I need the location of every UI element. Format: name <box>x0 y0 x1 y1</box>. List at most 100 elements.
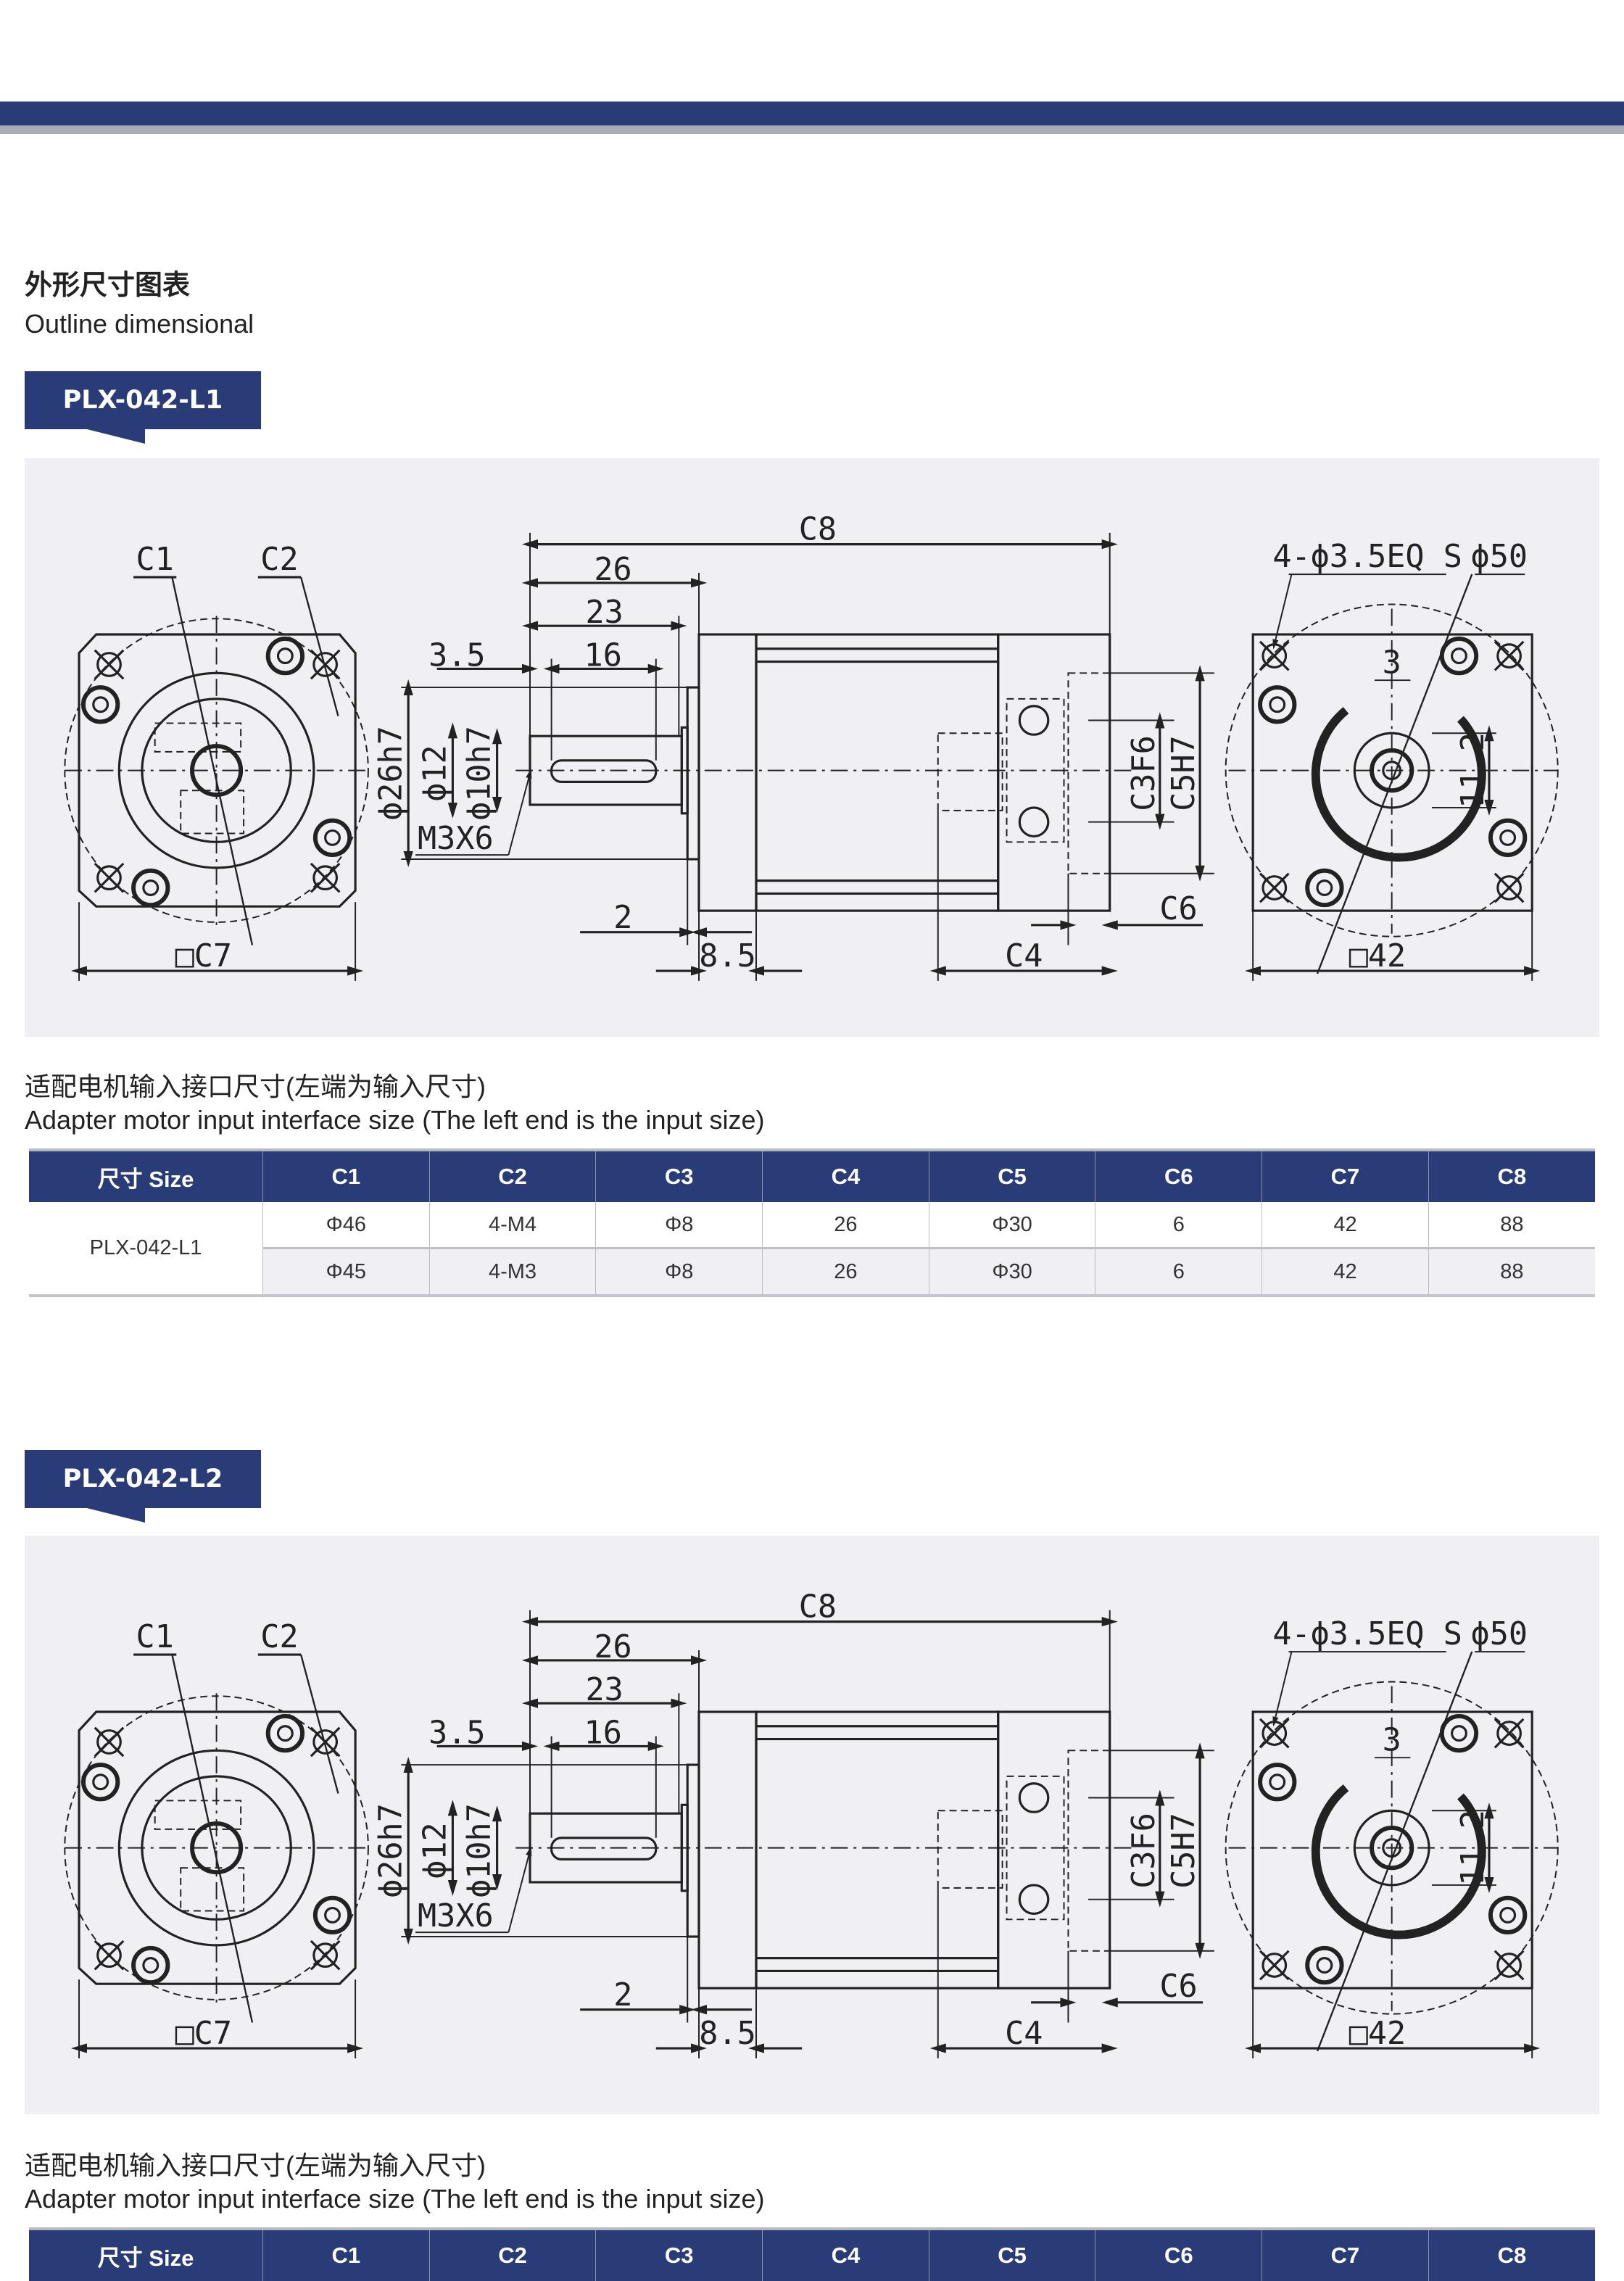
cell-c4: 26 <box>762 1202 929 1249</box>
col-header-c7: C7 <box>1262 2227 1429 2281</box>
label-phi50: ϕ50 <box>1471 539 1528 575</box>
caption-cn-l2: 适配电机输入接口尺寸(左端为输入尺寸) <box>25 2150 486 2180</box>
cell-c1: Φ46 <box>262 1202 430 1249</box>
mounting-hole-icon <box>312 1895 352 1935</box>
cell-c7: 42 <box>1262 1202 1429 1249</box>
table-header-row: 尺寸 Size C1 C2 C3 C4 C5 C6 C7 C8 <box>29 2227 1595 2281</box>
model-cell: PLX-042-L1 <box>29 1202 263 1297</box>
cell-c8: 88 <box>1428 1248 1595 1297</box>
label-c2: C2 <box>260 1619 298 1655</box>
bolt-hole-icon <box>310 1940 341 1971</box>
col-header-size: 尺寸 Size <box>29 1148 263 1202</box>
label-phi26: ϕ26h7 <box>373 726 409 821</box>
model-tag-l2: PLX-042-L2 <box>25 1450 261 1523</box>
bolt-hole-icon <box>310 862 341 893</box>
mounting-hole-icon <box>80 1763 120 1802</box>
label-phi50: ϕ50 <box>1471 1616 1528 1652</box>
label-holes: 4-ϕ3.5EQ S <box>1272 539 1462 575</box>
cell-c6: 6 <box>1095 1248 1262 1297</box>
side-view: C8 26 23 16 3.5 ϕ26h7 ϕ12 ϕ10h7 M3X6 2 8… <box>373 512 1214 981</box>
col-header-c1: C1 <box>262 1148 430 1202</box>
label-c7: □C7 <box>175 938 232 974</box>
col-header-c5: C5 <box>928 1148 1095 1202</box>
label-c1: C1 <box>136 542 174 578</box>
bolt-hole-icon <box>94 1726 125 1758</box>
cell-c2: 4-M4 <box>428 1202 596 1249</box>
col-header-size: 尺寸 Size <box>29 2227 263 2281</box>
bolt-hole-icon <box>94 1940 125 1971</box>
mounting-hole-icon <box>1439 636 1479 676</box>
label-26: 26 <box>594 552 631 588</box>
cell-c8: 88 <box>1428 1202 1595 1249</box>
mounting-hole-icon <box>1488 818 1528 858</box>
label-2: 2 <box>613 1977 632 2013</box>
label-42: □42 <box>1349 938 1406 974</box>
label-3: 3 <box>1383 645 1401 681</box>
label-phi26: ϕ26h7 <box>373 1803 409 1898</box>
caption-cn-l1: 适配电机输入接口尺寸(左端为输入尺寸) <box>25 1072 486 1101</box>
mounting-hole-icon <box>1439 1713 1479 1753</box>
label-c3: C3F6 <box>1126 1813 1162 1889</box>
caption-en-l1: Adapter motor input interface size (The … <box>25 1105 765 1135</box>
label-16: 16 <box>584 1715 622 1751</box>
label-26: 26 <box>594 1629 631 1665</box>
label-c4: C4 <box>1005 938 1043 974</box>
label-phi10: ϕ10h7 <box>462 726 498 821</box>
mounting-hole-icon <box>1488 1895 1528 1935</box>
label-8-5: 8.5 <box>699 938 755 974</box>
front-view-output: 4-ϕ3.5EQ S ϕ50 3 11.2 □42 <box>1225 1616 1559 2058</box>
cell-c1: Φ45 <box>262 1248 430 1297</box>
bolt-hole-icon <box>1259 872 1290 903</box>
mounting-hole-icon <box>312 818 352 858</box>
section-title-cn: 外形尺寸图表 <box>25 269 191 301</box>
model-tag-l1: PLX-042-L1 <box>25 371 261 444</box>
label-c3: C3F6 <box>1126 735 1162 811</box>
dimension-table-l1: 尺寸 Size C1 C2 C3 C4 C5 C6 C7 C8 PLX-042-… <box>29 1148 1595 1297</box>
col-header-c2: C2 <box>428 2227 596 2281</box>
label-m3x6: M3X6 <box>418 1898 494 1934</box>
label-c6: C6 <box>1159 1969 1197 2005</box>
col-header-c7: C7 <box>1262 1148 1429 1202</box>
mounting-hole-icon <box>265 636 305 676</box>
col-header-c6: C6 <box>1095 1148 1262 1202</box>
mounting-hole-icon <box>80 685 120 724</box>
col-header-c8: C8 <box>1428 2227 1595 2281</box>
bolt-hole-icon <box>310 649 341 680</box>
header-gray-bar <box>0 125 1624 134</box>
label-16: 16 <box>584 637 622 674</box>
col-header-c8: C8 <box>1428 1148 1595 1202</box>
label-11-2: 11.2 <box>1455 732 1491 808</box>
outline-drawing: C1 C2 □C7 C8 26 23 16 3.5 ϕ26h7 ϕ12 ϕ10h… <box>64 1589 1559 2058</box>
label-c7: □C7 <box>175 2016 232 2052</box>
dimension-table-l2: 尺寸 Size C1 C2 C3 C4 C5 C6 C7 C8 <box>29 2227 1595 2281</box>
label-3-5: 3.5 <box>428 1715 485 1751</box>
label-c2: C2 <box>260 542 298 578</box>
label-c8: C8 <box>799 1589 837 1626</box>
cell-c7: 42 <box>1262 1248 1429 1297</box>
cell-c5: Φ30 <box>928 1248 1095 1297</box>
col-header-c2: C2 <box>428 1148 596 1202</box>
bolt-hole-icon <box>1494 1950 1525 1981</box>
bolt-hole-icon <box>94 862 125 893</box>
label-2: 2 <box>613 900 632 936</box>
cell-c4: 26 <box>762 1248 929 1297</box>
mounting-hole-icon <box>1258 685 1297 724</box>
cell-c3: Φ8 <box>595 1248 763 1297</box>
drawing-panel-l1: C1 C2 □C7 C8 26 23 16 3.5 ϕ26h7 ϕ12 ϕ10h… <box>25 458 1599 1037</box>
label-c4: C4 <box>1005 2016 1043 2052</box>
bolt-hole-icon <box>94 649 125 680</box>
label-42: □42 <box>1349 2016 1406 2052</box>
header-navy-bar <box>0 102 1624 125</box>
mounting-hole-icon <box>1305 868 1344 908</box>
label-c8: C8 <box>799 512 837 548</box>
label-23: 23 <box>586 1672 624 1708</box>
label-phi12: ϕ12 <box>418 745 454 801</box>
outline-drawing: C1 C2 □C7 C8 26 23 16 3.5 ϕ26h7 ϕ12 ϕ10h… <box>64 512 1559 981</box>
mounting-hole-icon <box>1258 1763 1297 1802</box>
cell-c5: Φ30 <box>928 1202 1095 1249</box>
bolt-hole-icon <box>1259 1718 1290 1749</box>
bolt-hole-icon <box>1259 1950 1290 1981</box>
col-header-c3: C3 <box>595 2227 763 2281</box>
label-c5: C5H7 <box>1166 1813 1202 1889</box>
label-c1: C1 <box>136 1619 174 1655</box>
